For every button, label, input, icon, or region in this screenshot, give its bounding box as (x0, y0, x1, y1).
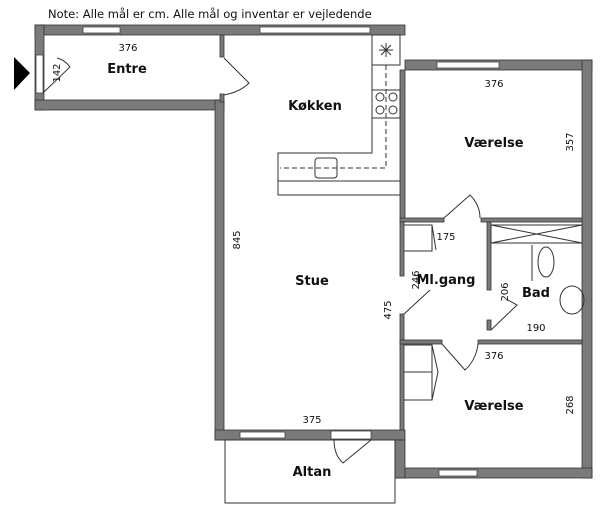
room-label-kokken: Køkken (288, 99, 342, 114)
dim-mlgang-width: 246 (411, 270, 422, 289)
room-label-entre: Entre (107, 62, 147, 77)
dim-vaerelse-1-width: 376 (484, 79, 503, 90)
dim-bad-length: 190 (526, 323, 545, 334)
dim-entre-width: 376 (118, 43, 137, 54)
closets (404, 224, 439, 401)
dim-entre-door: 142 (52, 63, 63, 82)
room-label-bad: Bad (522, 286, 550, 301)
windows (35, 26, 500, 477)
altan-outline (224, 439, 396, 504)
entrance-arrow-icon (14, 57, 30, 90)
dim-vaerelse-1-length: 357 (565, 132, 576, 151)
room-label-vaerelse-2: Værelse (464, 399, 523, 414)
dim-bad-width: 206 (500, 282, 511, 301)
room-label-altan: Altan (293, 465, 332, 480)
bathroom-fixtures (490, 224, 585, 315)
dim-stue-width: 375 (302, 415, 321, 426)
plan-note: Note: Alle mål er cm. Alle mål og invent… (48, 7, 372, 21)
dim-stue-side: 475 (383, 300, 394, 319)
room-label-vaerelse-1: Værelse (464, 136, 523, 151)
dim-closet: 175 (436, 232, 455, 243)
dim-vaerelse-2-length: 268 (565, 395, 576, 414)
room-label-mlgang: Ml.gang (417, 273, 476, 288)
doors (43, 57, 518, 464)
kitchen-fixtures (277, 34, 401, 196)
room-label-stue: Stue (295, 274, 329, 289)
dim-vaerelse-2-width: 376 (484, 351, 503, 362)
dim-stue-length: 845 (232, 230, 243, 249)
